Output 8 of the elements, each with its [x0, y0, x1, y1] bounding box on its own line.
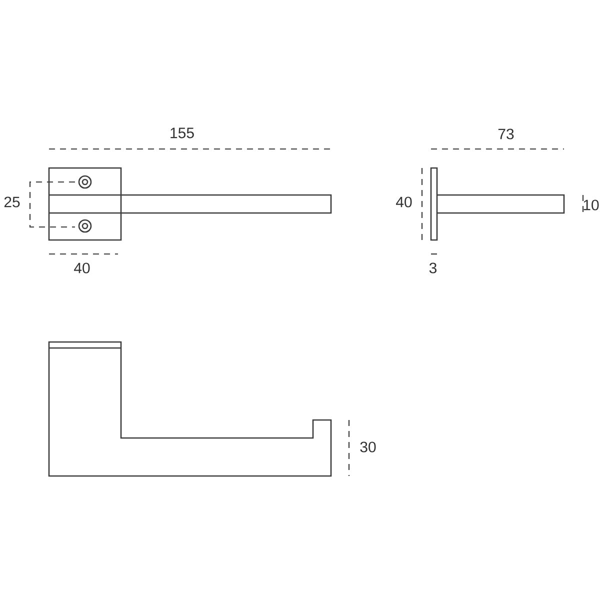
dimension-label: 40 — [74, 262, 90, 274]
dimension-label: 73 — [498, 128, 514, 140]
dimension-label: 10 — [584, 200, 599, 210]
dimension-label: 25 — [4, 196, 20, 208]
dimension-label: 3 — [429, 262, 437, 274]
dimension-label: 155 — [170, 128, 194, 138]
dimension-label: 30 — [360, 442, 376, 452]
dimension-label: 40 — [396, 196, 412, 208]
